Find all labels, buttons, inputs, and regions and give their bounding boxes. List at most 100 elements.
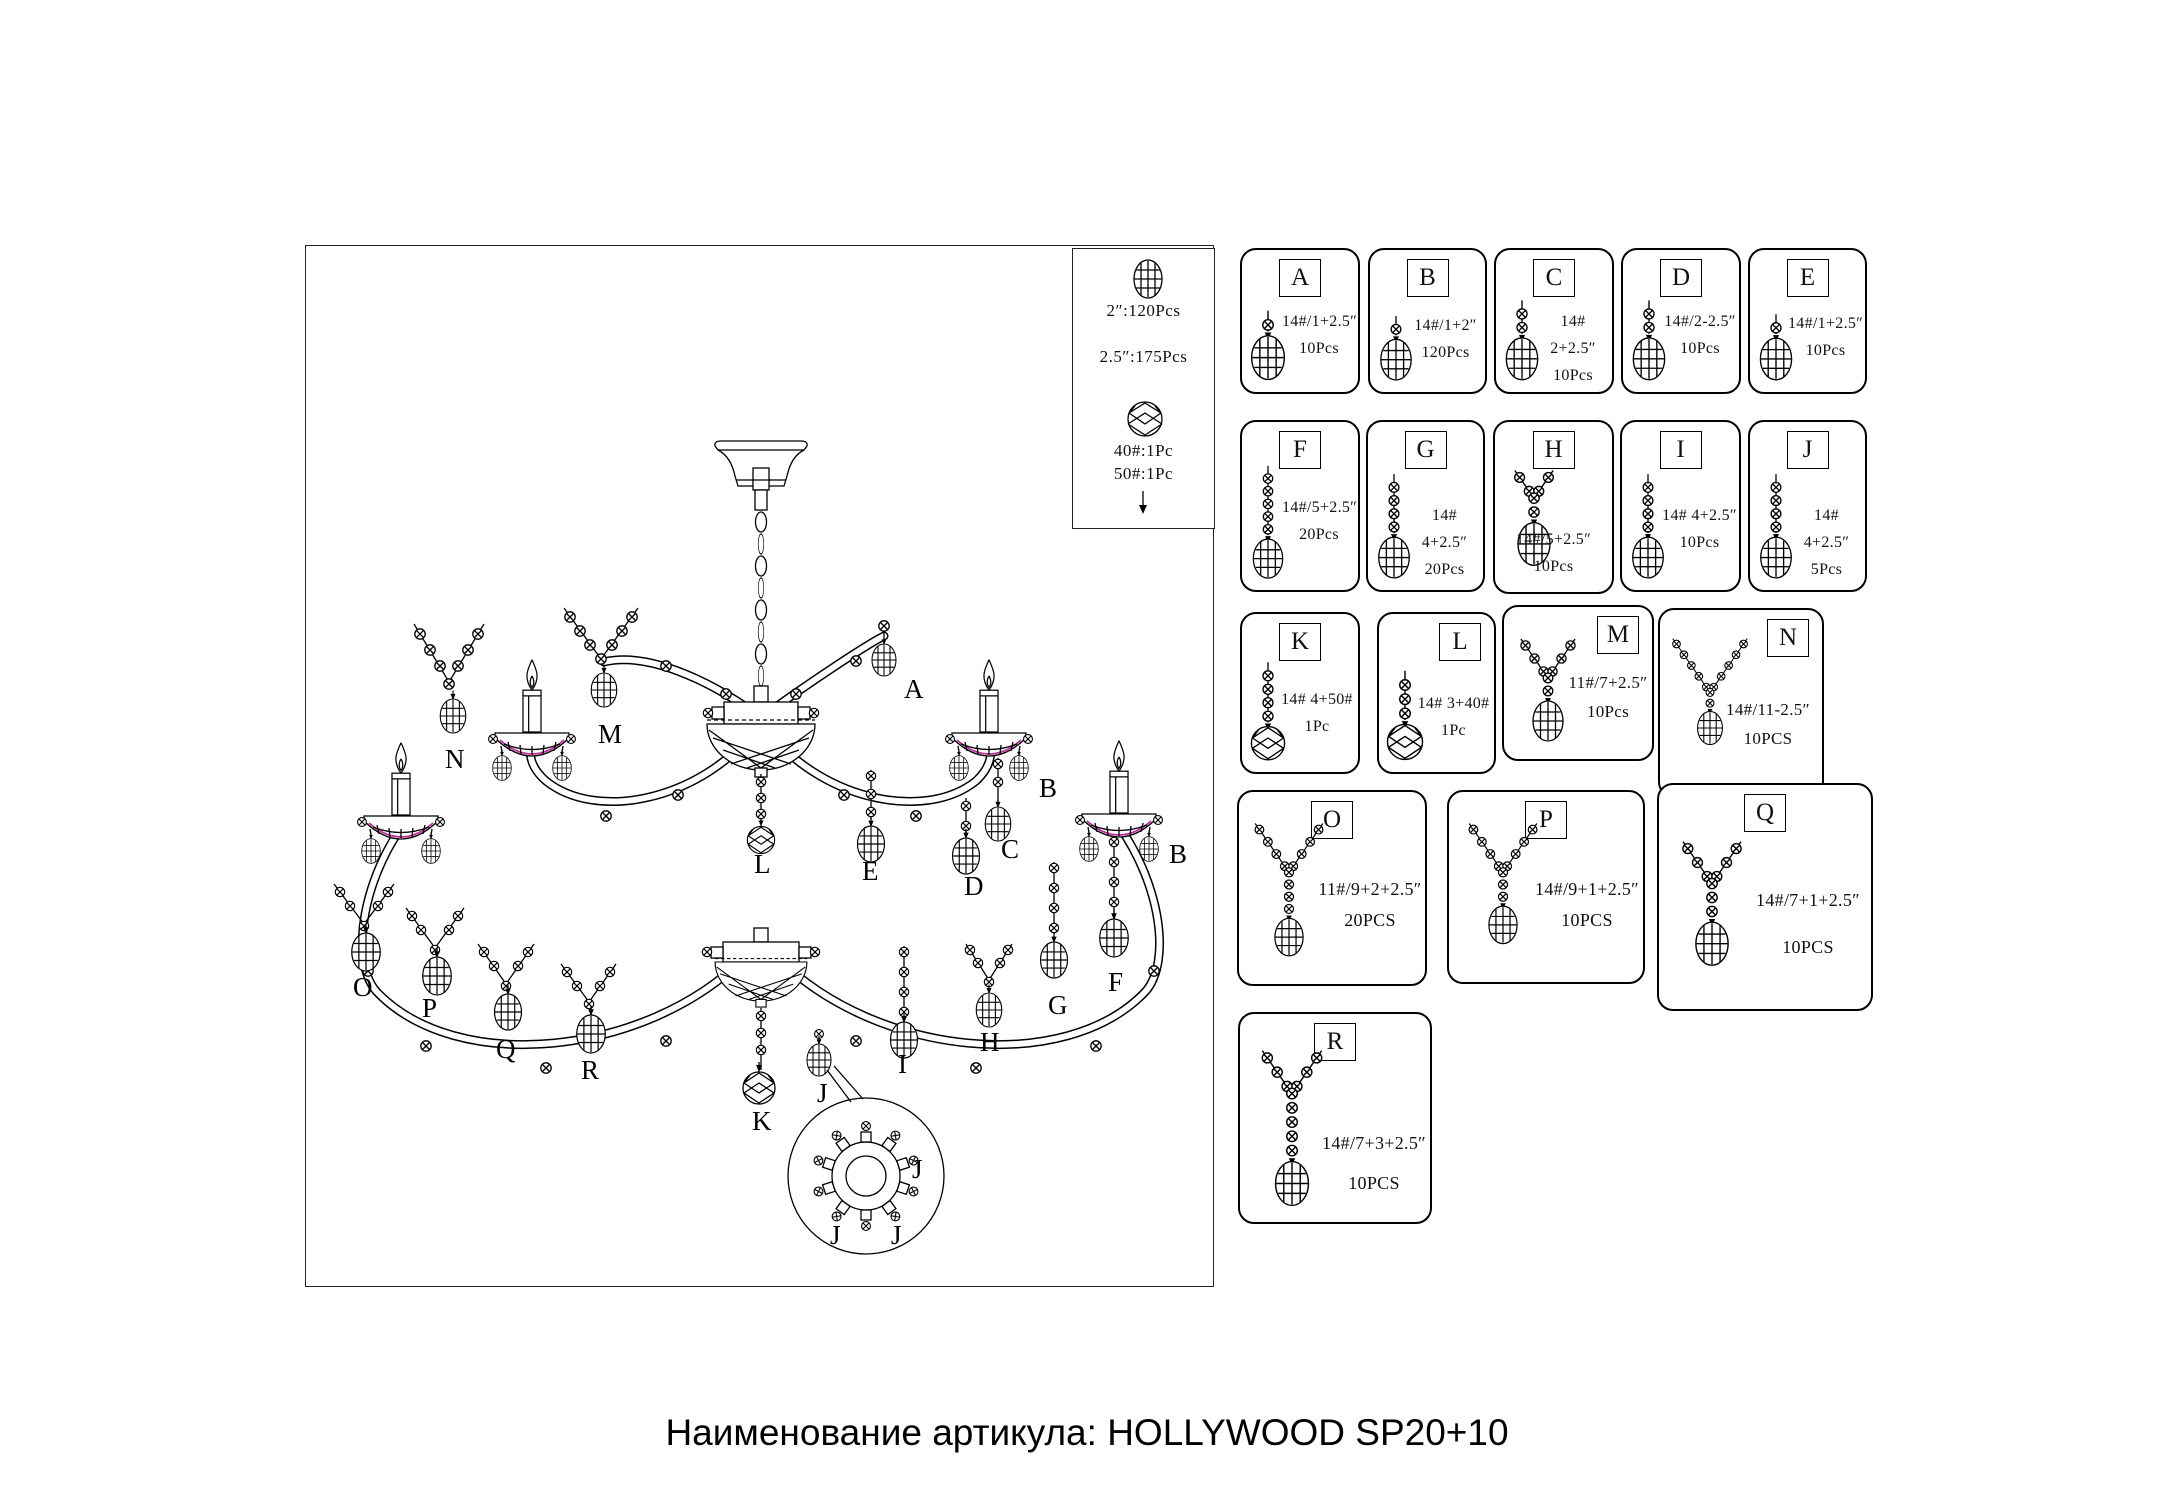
part-box-A: A 14#/1+2.5″ 10Pcs bbox=[1240, 248, 1360, 394]
part-tag: M bbox=[1597, 616, 1639, 654]
part-spec: 14#/7+1+2.5″ bbox=[1756, 890, 1860, 910]
strand-I bbox=[889, 946, 919, 1059]
part-qty: 10Pcs bbox=[1586, 701, 1630, 721]
part-label-K: K bbox=[752, 1106, 772, 1136]
part-tag: H bbox=[1532, 431, 1575, 469]
part-qty: 1Pc bbox=[1304, 718, 1330, 736]
part-box-M: M 11#/7+2.5″ 10Pcs bbox=[1502, 605, 1654, 761]
part-box-D: D 14#/2-2.5″ 10Pcs bbox=[1621, 248, 1741, 394]
part-tag: E bbox=[1786, 259, 1829, 297]
part-qty: 20Pcs bbox=[1299, 526, 1339, 544]
upper-right-arm bbox=[765, 729, 996, 806]
part-spec: 11#/7+2.5″ bbox=[1568, 673, 1648, 692]
part-spec: 14#/2-2.5″ bbox=[1664, 313, 1736, 330]
strand-C bbox=[984, 758, 1012, 842]
pendant-strand-icon bbox=[1500, 292, 1544, 386]
pendant-strand-icon bbox=[1248, 1042, 1336, 1212]
part-spec: 14# 2+2.5″ bbox=[1550, 313, 1596, 358]
part-box-L: L 14# 3+40#1Pc bbox=[1377, 612, 1496, 774]
part-label-O: O bbox=[353, 972, 373, 1002]
part-tag: A bbox=[1279, 259, 1321, 297]
part-box-G: G 14# 4+2.5″20Pcs bbox=[1366, 420, 1485, 592]
pendant-strand-icon bbox=[1374, 308, 1418, 386]
part-label-F: F bbox=[1108, 967, 1123, 997]
pendant-strand-icon bbox=[1508, 631, 1588, 753]
part-spec: 14# 4+2.5″ bbox=[1803, 507, 1850, 552]
part-spec: 14#/11-2.5″ bbox=[1726, 700, 1810, 719]
pendant-strand-icon bbox=[1669, 833, 1755, 979]
candle-far-left bbox=[358, 743, 445, 864]
part-label-M: M bbox=[598, 719, 622, 749]
part-label-P: P bbox=[422, 993, 437, 1023]
strand-D bbox=[951, 798, 981, 875]
part-labels: A B B C D E F G H I J J J J K L M N O P bbox=[353, 674, 1187, 1250]
part-spec: 14#/1+2.5″ bbox=[1788, 315, 1864, 332]
part-qty: 10Pcs bbox=[1299, 340, 1339, 358]
part-label-E: E bbox=[862, 856, 879, 886]
part-tag: C bbox=[1533, 259, 1575, 297]
pendant-strand-icon bbox=[1246, 458, 1290, 584]
strand-N bbox=[413, 623, 485, 734]
pendant-strand-icon bbox=[1243, 816, 1335, 978]
strand-G bbox=[1039, 862, 1069, 979]
chandelier-arms bbox=[357, 631, 1165, 1074]
part-tag: K bbox=[1279, 623, 1321, 661]
part-box-Q: Q 14#/7+1+2.5″ 10PCS bbox=[1657, 783, 1873, 1011]
lower-left-arm bbox=[357, 823, 749, 1049]
main-drawing-frame: A B B C D E F G H I J J J J K L M N O P bbox=[305, 245, 1214, 1287]
part-box-I: I 14# 4+2.5″ 10Pcs bbox=[1620, 420, 1741, 592]
lower-right-arm bbox=[773, 821, 1165, 1049]
part-qty: 20PCS bbox=[1344, 909, 1396, 930]
part-label-N: N bbox=[445, 744, 465, 774]
part-qty: 1Pc bbox=[1441, 722, 1466, 740]
part-tag: F bbox=[1279, 431, 1321, 469]
part-spec: 14# 3+40# bbox=[1417, 695, 1490, 712]
part-tag: I bbox=[1659, 431, 1702, 469]
leader-line bbox=[826, 1065, 864, 1103]
part-qty: 10Pcs bbox=[1679, 534, 1720, 552]
part-spec: 11#/9+2+2.5″ bbox=[1318, 879, 1422, 899]
part-tag: D bbox=[1660, 259, 1702, 297]
hanging-chain bbox=[751, 467, 771, 699]
pendant-strand-icon bbox=[1754, 306, 1798, 386]
pendant-strand-icon bbox=[1246, 302, 1290, 386]
part-box-J: J 14# 4+2.5″5Pcs bbox=[1748, 420, 1867, 592]
part-spec: 14#/1+2.5″ bbox=[1282, 313, 1358, 330]
down-arrow-icon bbox=[1139, 491, 1147, 514]
strand-O bbox=[333, 883, 395, 972]
part-tag: Q bbox=[1744, 794, 1786, 832]
part-qty: 10PCS bbox=[1348, 1172, 1400, 1193]
part-label-J: J bbox=[817, 1078, 828, 1108]
legend-size-2: 2.5″:175Pcs bbox=[1099, 347, 1188, 366]
part-qty: 10Pcs bbox=[1805, 342, 1846, 360]
part-qty: 10PCS bbox=[1782, 936, 1834, 957]
part-label-R: R bbox=[581, 1055, 599, 1085]
part-spec: 14#/5+2.5″ bbox=[1282, 499, 1358, 516]
part-spec: 14#/7+3+2.5″ bbox=[1322, 1133, 1426, 1153]
part-qty: 10Pcs bbox=[1553, 367, 1593, 385]
legend-box: 2″:120Pcs 2.5″:175Pcs 40#:1Pc 50#:1Pc bbox=[1072, 248, 1215, 529]
pendant-strand-icon bbox=[1627, 292, 1671, 386]
chandelier-drawing: A B B C D E F G H I J J J J K L M N O P bbox=[333, 440, 1187, 1255]
part-spec: 14# 4+2.5″ bbox=[1421, 507, 1468, 552]
part-label-C: C bbox=[1001, 834, 1019, 864]
pendant-strand-icon bbox=[1372, 466, 1416, 584]
part-spec: 14# 4+2.5″ bbox=[1662, 507, 1737, 524]
strand-J bbox=[806, 1029, 832, 1077]
part-qty: 10Pcs bbox=[1680, 340, 1720, 358]
part-qty: 10PCS bbox=[1743, 728, 1793, 748]
legend-size-1: 2″:120Pcs bbox=[1106, 301, 1181, 320]
strand-F bbox=[1099, 836, 1129, 958]
pendant-strand-icon bbox=[1662, 632, 1758, 790]
upper-hub bbox=[702, 685, 820, 725]
part-box-K: K 14# 4+50#1Pc bbox=[1240, 612, 1360, 774]
part-qty: 20Pcs bbox=[1424, 561, 1465, 579]
pendant-strand-icon bbox=[1754, 466, 1798, 584]
part-box-E: E 14#/1+2.5″ 10Pcs bbox=[1748, 248, 1867, 394]
faceted-ball-icon bbox=[1127, 401, 1163, 437]
part-label-G: G bbox=[1048, 990, 1068, 1020]
pendant-strand-icon bbox=[1457, 816, 1549, 976]
part-tag: N bbox=[1767, 619, 1809, 657]
strand-E bbox=[856, 770, 886, 863]
